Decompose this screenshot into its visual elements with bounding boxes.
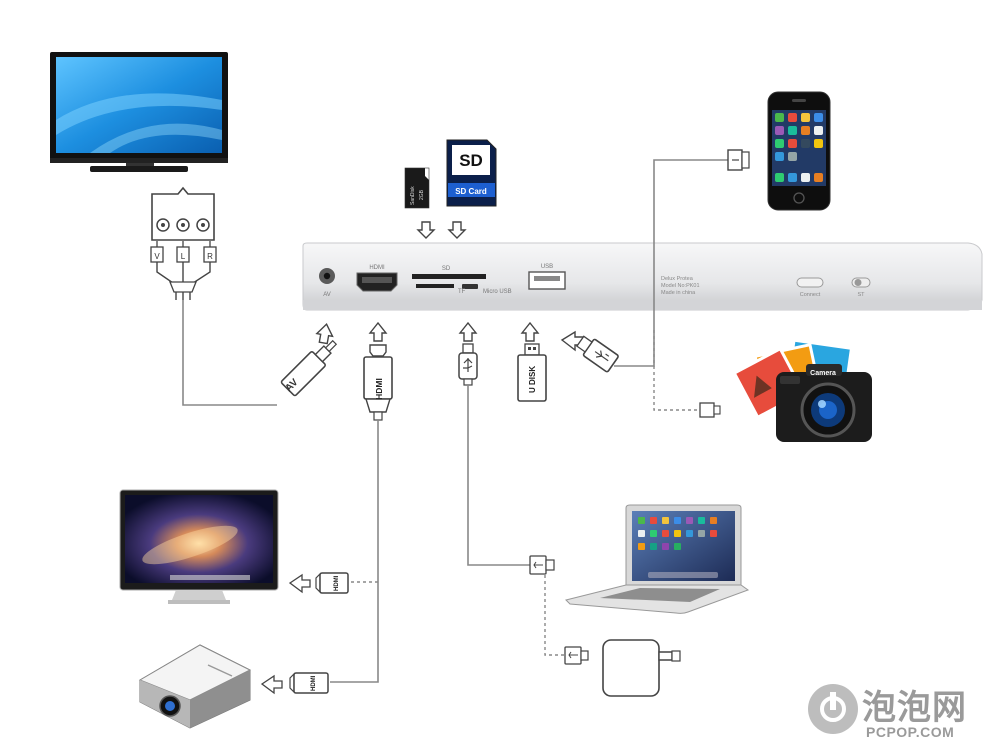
av-cable-line [182,300,277,406]
tv-device [50,52,228,172]
connect-label: Connect [800,292,821,298]
tf-slot [416,284,454,288]
power-logo-icon [808,684,858,734]
sd-card [446,139,497,207]
charger-usb-connector [564,646,589,665]
micro-usb-cable-line [467,385,530,566]
av-rca-connector [150,186,217,300]
sd-insert-arrows [416,221,467,239]
tf-slot-label: TF [458,289,466,295]
hdmi-port-label: HDMI [369,265,385,271]
iphone-device [767,91,831,211]
charger-device [602,639,681,697]
hdmi-monitor-plug-label: HDMI [334,575,340,591]
watermark: 泡泡网 PCPOP.COM [808,680,994,746]
laptop-device [565,504,750,614]
hub-device [302,242,983,311]
av-pin-r: R [207,252,213,261]
micro-usb-plug [458,343,478,386]
hdmi-plug-monitor [288,572,349,594]
av-pin-v: V [154,252,160,261]
charger-branch-line [544,575,565,656]
watermark-title: 泡泡网 [862,688,967,728]
hdmi-plug-projector [260,672,329,695]
sd-card-letters: SD [459,151,483,170]
udisk-device [517,343,547,402]
sd-card-label: SD Card [455,187,487,196]
laptop-usb-connector [529,555,555,575]
usb-port-label: USB [541,264,553,270]
camera-connector [699,402,721,418]
camera-label: Camera [810,370,836,377]
av-port-label: AV [323,292,331,298]
usb-plug-diagonal [575,335,619,373]
hub-info-line-2: Model No:PK01 [661,283,700,289]
micro-usb-label: Micro USB [483,289,512,295]
av-plug [280,339,338,397]
hdmi-cable-line [330,420,379,683]
port-arrows [315,321,584,352]
hdmi-plug [363,344,393,421]
udisk-label: U DISK [528,366,537,393]
hdmi-plug-label: HDMI [374,378,384,400]
hdmi-projector-plug-label: HDMI [311,675,317,691]
sd-slot-label: SD [442,266,451,272]
microsd-brand: SanDisk [410,186,416,205]
st-label: ST [857,292,865,298]
camera-device [732,338,872,442]
microsd-size: 2GB [419,189,425,200]
phone-connector [727,149,750,171]
camera-branch-line [653,330,700,411]
hub-info-line-3: Made in china [661,290,696,296]
av-pin-l: L [181,252,186,261]
watermark-subtitle: PCPOP.COM [866,724,955,740]
projector-device [138,644,252,729]
microsd-card [404,167,430,209]
connect-button [796,277,824,288]
micro-usb-port [462,284,478,289]
sd-slot [412,274,486,279]
hub-info-line-1: Delux Protea [661,276,694,282]
phone-cable-line [614,159,728,367]
monitor-device [119,489,279,604]
